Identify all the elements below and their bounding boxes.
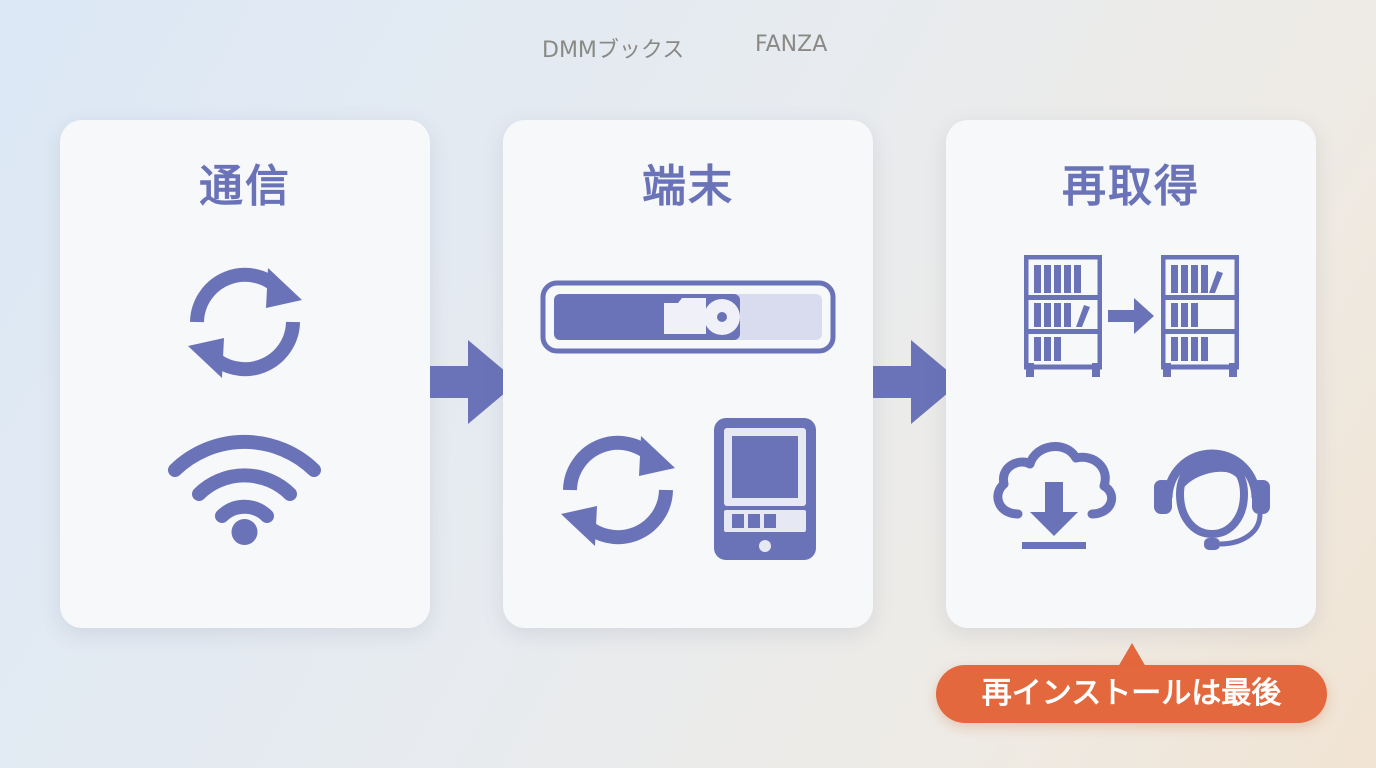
flow-arrow-2: [873, 340, 961, 424]
disc-icon: [704, 299, 740, 335]
folder-icon: [664, 298, 706, 334]
callout-text: 再インストールは最後: [981, 676, 1282, 711]
step-title-connection: 通信: [199, 161, 291, 212]
tablet-icon: [714, 418, 816, 560]
label-dmm-books: DMMブックス: [542, 38, 685, 63]
arrow-right-icon: [1108, 298, 1154, 334]
top-labels: DMMブックス FANZA: [0, 32, 1376, 63]
step-card-reacquire: [946, 120, 1316, 628]
callout-pointer: [1118, 643, 1146, 667]
flow-arrow-1: [430, 340, 518, 424]
step-title-device: 端末: [642, 161, 734, 212]
support-headset-icon: [1154, 449, 1270, 550]
sync-icon: [188, 267, 302, 378]
wifi-icon: [168, 434, 321, 545]
cloud-download-icon: [993, 442, 1117, 549]
sync-icon: [561, 435, 675, 546]
step-title-reacquire: 再取得: [1062, 161, 1200, 212]
bookshelf-icon: [1161, 255, 1239, 377]
bookshelf-icon: [1024, 255, 1102, 377]
callout-badge: 再インストールは最後: [936, 665, 1327, 723]
label-fanza: FANZA: [755, 32, 828, 57]
